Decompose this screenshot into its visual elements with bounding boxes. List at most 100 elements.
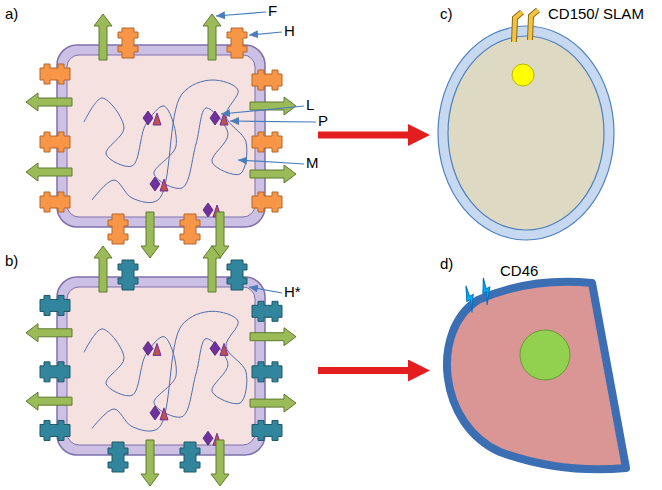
p-protein (153, 113, 161, 125)
f-glycoprotein (26, 392, 72, 410)
f-glycoprotein (250, 328, 296, 346)
f-glycoprotein (141, 212, 159, 258)
h-glycoprotein (108, 214, 128, 244)
matrix-interior (67, 55, 255, 217)
node-shape (440, 28, 612, 238)
h-glycoprotein (252, 192, 282, 212)
h-glycoprotein (252, 362, 282, 382)
part-label: M (306, 154, 319, 172)
f-glycoprotein (94, 246, 112, 292)
l-protein (143, 111, 153, 125)
part-label: H* (284, 283, 301, 301)
part-label: H (284, 22, 295, 40)
node-shape (440, 278, 630, 474)
panel-label: b) (5, 252, 18, 270)
f-glycoprotein (250, 394, 296, 412)
h-glycoprotein (118, 28, 138, 58)
node-shape (22, 8, 298, 266)
receptor-outline (514, 12, 522, 42)
h-glycoprotein (252, 301, 282, 321)
l-protein (150, 177, 160, 191)
h-glycoprotein (40, 192, 70, 212)
cell-membrane-outline (438, 26, 614, 240)
cd150-receptor (514, 12, 522, 42)
h-glycoprotein (40, 132, 70, 152)
f-glycoprotein (250, 97, 296, 115)
leader-line (249, 287, 282, 293)
h-glycoprotein (118, 260, 138, 290)
rna-genome (84, 80, 247, 203)
l-protein (143, 341, 153, 355)
virus-particle: b) (22, 240, 298, 490)
h-glycoprotein (108, 442, 128, 472)
cd46-receptor (459, 285, 481, 313)
p-protein (160, 179, 168, 191)
h-glycoprotein (180, 214, 200, 244)
h-glycoprotein (40, 362, 70, 382)
panel-label: d) (440, 255, 453, 273)
h-glycoprotein (40, 295, 70, 315)
panel-label: a) (5, 5, 18, 23)
viral-envelope (57, 45, 265, 227)
f-glycoprotein (26, 93, 72, 111)
cd46-receptor (476, 277, 496, 305)
f-glycoprotein (250, 165, 296, 183)
infection-arrow (318, 132, 408, 139)
h-glycoprotein (180, 442, 200, 472)
virus-particle: a) (22, 8, 298, 266)
f-glycoprotein (203, 246, 221, 292)
nucleus (520, 330, 570, 380)
viral-envelope (57, 277, 265, 455)
leader-line (216, 12, 266, 16)
host-cell: d)CD46 (440, 278, 630, 474)
cd150-receptor (530, 10, 538, 40)
receptor-label: CD150/ SLAM (548, 5, 644, 23)
l-protein (210, 341, 220, 355)
part-label: P (318, 112, 328, 130)
h-glycoprotein (227, 28, 247, 58)
l-protein (203, 203, 213, 217)
leader-line (238, 160, 304, 164)
h-glycoprotein (252, 420, 282, 440)
virus-illustration (26, 246, 296, 486)
p-protein (220, 113, 228, 125)
f-glycoprotein (26, 324, 72, 342)
host-cell: c)CD150/ SLAM (440, 28, 612, 238)
f-glycoprotein (141, 440, 159, 486)
part-label: L (306, 96, 314, 114)
h-glycoprotein (40, 420, 70, 440)
cell-illustration (447, 277, 626, 469)
l-protein (203, 431, 213, 445)
p-protein (220, 343, 228, 355)
rna-genome (84, 311, 247, 431)
virus-illustration (26, 14, 296, 258)
h-glycoprotein (227, 260, 247, 290)
cytoplasm (448, 36, 604, 230)
h-glycoprotein (252, 132, 282, 152)
receptor-label: CD46 (500, 262, 538, 280)
cell-body (447, 282, 626, 470)
leader-line (221, 106, 304, 114)
node-shape (22, 240, 298, 490)
nucleus (512, 64, 534, 86)
l-protein (210, 111, 220, 125)
l-protein (150, 406, 160, 420)
p-protein (160, 408, 168, 420)
panel-label: c) (440, 5, 453, 23)
receptor-outline (530, 10, 538, 40)
h-glycoprotein (252, 70, 282, 90)
cell-illustration (438, 10, 614, 240)
f-glycoprotein (26, 163, 72, 181)
f-glycoprotein (211, 440, 229, 486)
leader-line (249, 32, 282, 35)
matrix-interior (67, 287, 255, 445)
part-label: F (268, 2, 277, 20)
h-glycoprotein (40, 64, 70, 84)
p-protein (153, 343, 161, 355)
f-glycoprotein (94, 14, 112, 60)
infection-arrow (318, 367, 408, 374)
f-glycoprotein (203, 14, 221, 60)
leader-line (230, 121, 316, 122)
